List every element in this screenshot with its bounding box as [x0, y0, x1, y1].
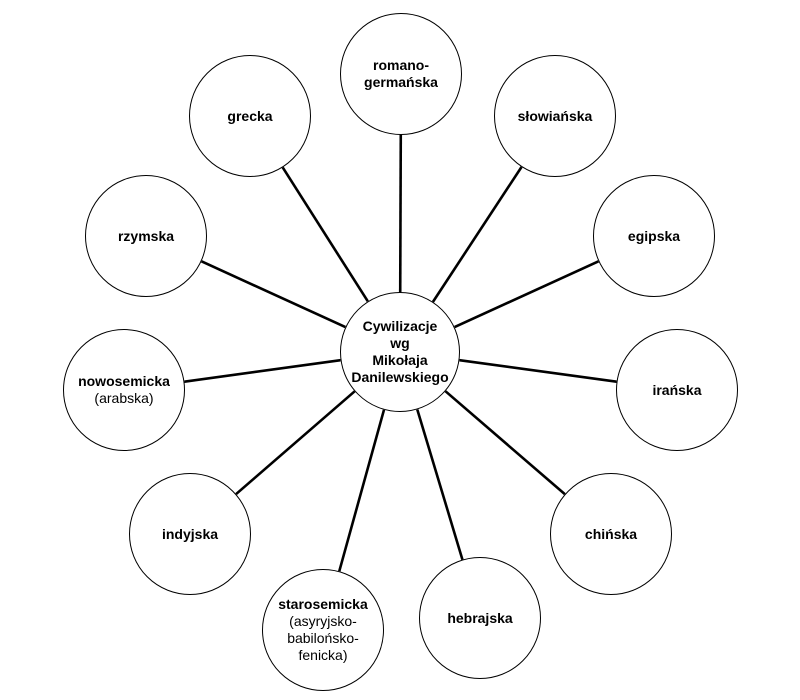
edge-rzymska: [200, 260, 346, 329]
edge-romano-germanska: [398, 134, 403, 293]
edge-iranska: [459, 358, 617, 383]
node-nowosemicka-label: nowosemicka: [78, 373, 170, 389]
edge-grecka: [281, 166, 369, 303]
node-starosemicka-sublabel: (asyryjsko-: [289, 613, 357, 629]
node-starosemicka-label: starosemicka: [278, 596, 368, 612]
node-chinska: chińska: [550, 473, 672, 595]
node-grecka-label: grecka: [227, 107, 273, 124]
node-slowianska: słowiańska: [494, 55, 616, 177]
node-egipska-label: egipska: [627, 227, 681, 244]
node-romano-germanska-label: romano-: [373, 57, 429, 73]
edge-indyjska: [235, 390, 356, 496]
node-rzymska-label: rzymska: [117, 227, 175, 244]
edge-nowosemicka: [184, 358, 341, 383]
node-slowianska-label: słowiańska: [517, 107, 593, 124]
node-starosemicka-sublabel: babilońsko-: [287, 630, 359, 646]
node-romano-germanska: romano-germańska: [340, 13, 462, 135]
node-romano-germanska-label: germańska: [364, 74, 438, 90]
edge-slowianska: [431, 166, 523, 303]
node-iranska: irańska: [616, 329, 738, 451]
center-node-label: wg: [390, 335, 410, 351]
node-rzymska: rzymska: [85, 175, 207, 297]
node-grecka: grecka: [189, 55, 311, 177]
node-nowosemicka-sublabel: (arabska): [94, 390, 154, 406]
node-indyjska: indyjska: [129, 473, 251, 595]
node-starosemicka-sublabel: fenicka): [298, 647, 348, 663]
node-iranska-label: irańska: [652, 381, 702, 398]
edge-starosemicka: [338, 409, 386, 572]
node-chinska-label: chińska: [584, 525, 638, 542]
edge-egipska: [454, 260, 600, 329]
center-node-label: Danilewskiego: [351, 369, 449, 385]
edge-chinska: [444, 390, 566, 496]
node-egipska: egipska: [593, 175, 715, 297]
node-indyjska-label: indyjska: [161, 525, 219, 542]
node-hebrajska: hebrajska: [419, 557, 541, 679]
node-starosemicka: starosemicka(asyryjsko-babilońsko-fenick…: [262, 569, 384, 691]
node-hebrajska-label: hebrajska: [447, 609, 513, 626]
node-nowosemicka: nowosemicka(arabska): [63, 329, 185, 451]
edge-hebrajska: [416, 409, 464, 560]
center-node-label: Mikołaja: [372, 352, 428, 368]
center-node-label: Cywilizacje: [362, 318, 438, 334]
